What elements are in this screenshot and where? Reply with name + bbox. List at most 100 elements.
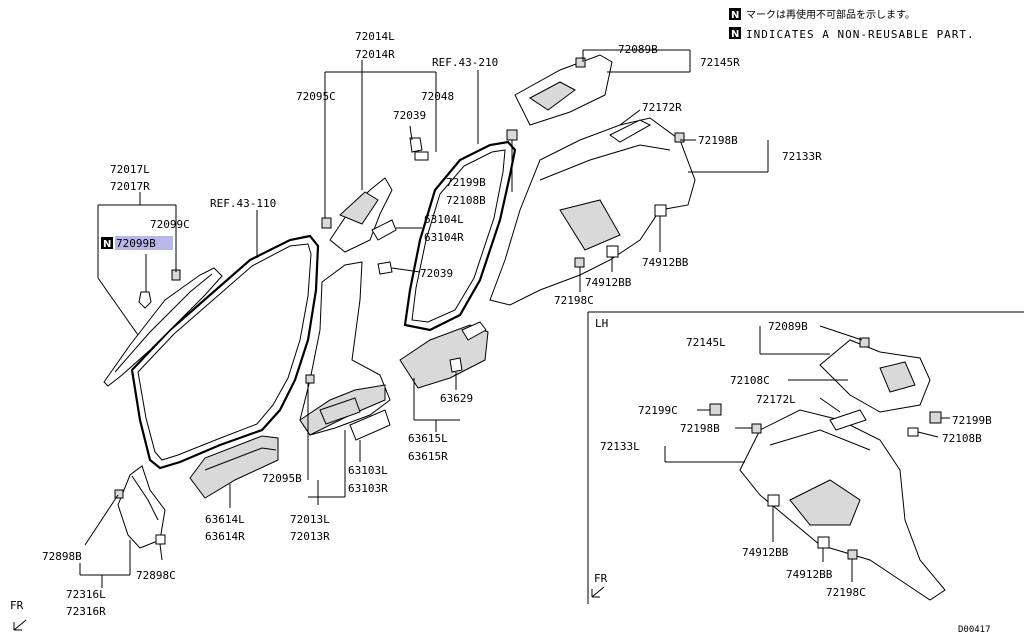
label-ref43-110: REF.43-110 bbox=[210, 197, 276, 210]
label-72099C: 72099C bbox=[150, 218, 190, 231]
label-lh-72133L: 72133L bbox=[600, 440, 640, 453]
quarter-garnish-72172R bbox=[609, 119, 652, 143]
label-72898C: 72898C bbox=[136, 569, 176, 582]
rear-weatherstrip-inner bbox=[411, 149, 506, 323]
label-72013L: 72013L bbox=[290, 513, 330, 526]
fr-arrow-left bbox=[13, 619, 27, 631]
quarter-garnish-72172L bbox=[829, 409, 867, 431]
leader-lh-72089B bbox=[819, 325, 863, 341]
plug-74912BB-a-icon bbox=[654, 204, 667, 217]
label-lh-74912BB-a: 74912BB bbox=[742, 546, 789, 559]
front-scuff-plate-group bbox=[189, 435, 279, 508]
clip-72199B-upper-icon bbox=[506, 129, 518, 141]
upper-quarter-trim-vent bbox=[529, 81, 576, 111]
quarter-trim-pocket-rh bbox=[559, 199, 621, 251]
label-72898B: 72898B bbox=[42, 550, 82, 563]
label-lh-72108C: 72108C bbox=[730, 374, 770, 387]
label-72039-upper: 72039 bbox=[393, 109, 426, 122]
plug-lh-74912BB-a-icon bbox=[767, 494, 780, 507]
label-fr-right: FR bbox=[594, 572, 608, 585]
leader-72039-upper bbox=[409, 125, 413, 141]
label-72316R: 72316R bbox=[66, 605, 106, 618]
notice-line-jp: マークは再使用不可部品を示します。 bbox=[746, 8, 915, 21]
clip-72198B-upper-icon bbox=[674, 132, 685, 143]
quarter-trim-rh-group bbox=[489, 49, 769, 306]
label-63614R: 63614R bbox=[205, 530, 245, 543]
cowl-side-trim-group bbox=[79, 465, 166, 588]
label-72017L: 72017L bbox=[110, 163, 150, 176]
fr-arrow-right bbox=[591, 586, 605, 598]
front-pillar-trim bbox=[103, 267, 223, 387]
clip-lh-72199B-icon bbox=[929, 411, 942, 424]
clip-72095C-icon bbox=[321, 217, 332, 229]
label-72095B: 72095B bbox=[262, 472, 302, 485]
clip-72039-mid-icon bbox=[377, 261, 393, 275]
door-opening-weatherstrip bbox=[130, 234, 320, 470]
non-reusable-badge-icon-2 bbox=[729, 27, 741, 39]
label-lh-74912BB-b: 74912BB bbox=[786, 568, 833, 581]
label-63629: 63629 bbox=[440, 392, 473, 405]
clip-lh-72198C-icon bbox=[847, 549, 858, 560]
leader-72898C bbox=[159, 543, 163, 561]
leader-lh-72172L bbox=[819, 397, 841, 413]
label-72039-mid: 72039 bbox=[420, 267, 453, 280]
label-lh-72172L: 72172L bbox=[756, 393, 796, 406]
clip-lh-72089B-icon bbox=[859, 337, 870, 348]
center-pillar-group bbox=[299, 60, 437, 505]
label-63103L: 63103L bbox=[348, 464, 388, 477]
clip-72198C-upper-icon bbox=[574, 257, 585, 268]
leader-72172R bbox=[619, 109, 641, 126]
label-72014R: 72014R bbox=[355, 48, 395, 61]
diagram-id: D00417 bbox=[958, 625, 991, 635]
cowl-side-trim bbox=[117, 465, 166, 549]
label-72198C-upper: 72198C bbox=[554, 294, 594, 307]
label-72048: 72048 bbox=[421, 90, 454, 103]
plug-74912BB-b-icon bbox=[606, 245, 619, 258]
clip-63629-icon bbox=[449, 357, 463, 373]
label-63103R: 63103R bbox=[348, 482, 388, 495]
label-72095C: 72095C bbox=[296, 90, 336, 103]
weatherstrip-inner bbox=[137, 243, 312, 461]
label-74912BB-a: 74912BB bbox=[642, 256, 689, 269]
label-lh-72108B: 72108B bbox=[942, 432, 982, 445]
rear-scuff-plate bbox=[399, 324, 489, 389]
leader-lh-72108B bbox=[917, 431, 939, 438]
plug-lh-74912BB-b-icon bbox=[817, 536, 830, 549]
label-72017R: 72017R bbox=[110, 180, 150, 193]
clip-lh-72199C-icon bbox=[709, 403, 722, 416]
clip-lh-72198B-icon bbox=[751, 423, 762, 434]
label-lh-72145L: 72145L bbox=[686, 336, 726, 349]
label-63104R: 63104R bbox=[424, 231, 464, 244]
rear-scuff-clip-seat bbox=[461, 321, 487, 341]
leader-72039-mid bbox=[391, 267, 421, 273]
label-72013R: 72013R bbox=[290, 530, 330, 543]
clip-lh-72108B-icon bbox=[907, 427, 919, 437]
label-63614L: 63614L bbox=[205, 513, 245, 526]
upper-trim-recess bbox=[339, 191, 379, 225]
quarter-trim-edge-rh bbox=[539, 144, 671, 181]
lower-trim-pocket bbox=[319, 397, 361, 425]
label-72089B-upper: 72089B bbox=[618, 43, 658, 56]
label-lh-72089B: 72089B bbox=[768, 320, 808, 333]
notice-block: N マークは再使用不可部品を示します。 N INDICATES A NON-RE… bbox=[729, 8, 974, 41]
label-lh-72198C: 72198C bbox=[826, 586, 866, 599]
notice-badge-2: N bbox=[731, 29, 739, 40]
label-lh-72199C: 72199C bbox=[638, 404, 678, 417]
clip-72095B-icon bbox=[305, 374, 315, 384]
label-72199B-upper: 72199B bbox=[446, 176, 486, 189]
badge-72099B: N bbox=[103, 239, 111, 250]
label-72198B-upper: 72198B bbox=[698, 134, 738, 147]
front-arrow-right-icon bbox=[591, 586, 605, 598]
clip-72898B-icon bbox=[114, 489, 124, 499]
clip-72048-icon bbox=[414, 151, 429, 161]
clip-72039-upper-icon bbox=[409, 137, 423, 153]
label-63615L: 63615L bbox=[408, 432, 448, 445]
label-lh-72198B: 72198B bbox=[680, 422, 720, 435]
front-pillar-trim-edge bbox=[114, 273, 213, 373]
lh-inset bbox=[587, 311, 1024, 604]
clip-72089B-upper-icon bbox=[575, 57, 586, 68]
label-ref43-210: REF.43-210 bbox=[432, 56, 498, 69]
notice-badge-1: N bbox=[731, 10, 739, 21]
cowl-side-trim-edge bbox=[131, 475, 159, 521]
